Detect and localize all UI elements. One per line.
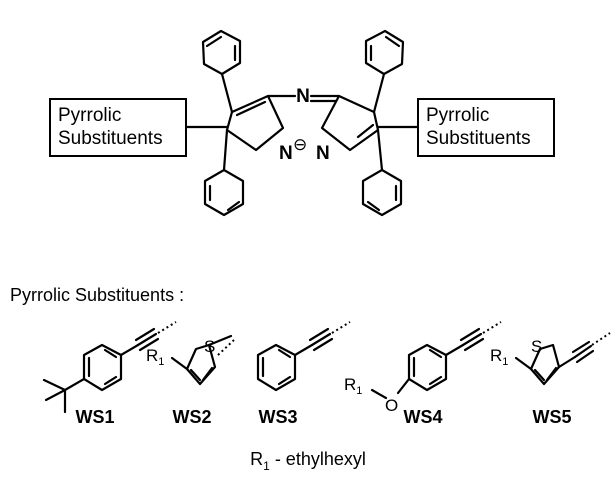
ws2-label: WS2 [172, 407, 211, 427]
ws4-r-label: R1 [344, 375, 362, 397]
ws5-r-label: R1 [490, 346, 508, 368]
right-box-line1: Pyrrolic [426, 105, 489, 126]
ws1-structure: WS1 [42, 321, 177, 427]
left-box-line2: Substituents [58, 128, 163, 149]
ws5-label: WS5 [532, 407, 571, 427]
ws2-sulfur-label: S [204, 337, 215, 356]
ws2-structure: S R1 WS2 [146, 334, 235, 427]
ws4-oxygen-label: O [385, 396, 398, 415]
ws1-label: WS1 [75, 407, 114, 427]
left-substituent-box [49, 98, 187, 157]
ws3-structure: WS3 [256, 321, 351, 427]
ws4-label: WS4 [403, 407, 442, 427]
negative-charge-symbol: ⊖ [293, 135, 307, 154]
ws5-sulfur-label: S [531, 337, 542, 356]
phenyl-bottom-right [361, 128, 403, 217]
bridge-nitrogen-label: N [296, 86, 310, 107]
right-pyrrole-ring [320, 94, 380, 152]
ws3-label: WS3 [258, 407, 297, 427]
phenyl-bottom-left [203, 128, 245, 217]
footnote-r1-definition: R1 - ethylhexyl [250, 449, 366, 473]
left-nitrogen-label: N [279, 143, 293, 164]
phenyl-top-right [364, 29, 405, 114]
ws5-structure: S R1 WS5 [490, 332, 611, 427]
left-box-line1: Pyrrolic [58, 105, 121, 126]
ws4-structure: O R1 WS4 [344, 321, 502, 427]
phenyl-top-left [201, 29, 242, 114]
right-box-line2: Substituents [426, 128, 531, 149]
core-structure: N N ⊖ N Pyrrolic Substituents Pyrrolic S… [49, 29, 555, 217]
right-substituent-box [417, 98, 555, 157]
left-pyrrole-ring [225, 94, 285, 152]
right-nitrogen-label: N [316, 143, 330, 164]
section-label: Pyrrolic Substituents : [10, 285, 184, 305]
ws2-r-label: R1 [146, 346, 164, 368]
